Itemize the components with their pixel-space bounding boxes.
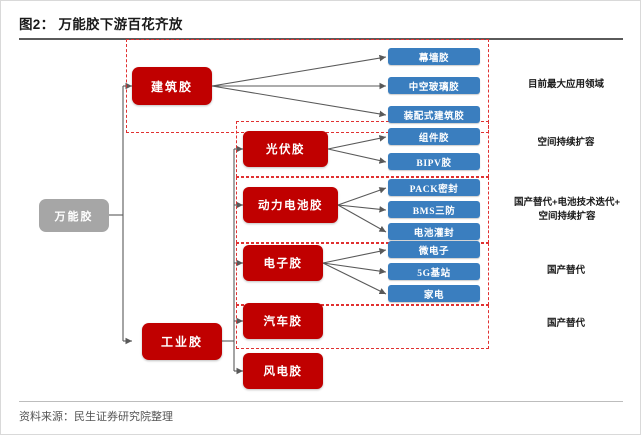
connector-pv-module xyxy=(327,135,387,150)
annotation-electronic: 国产替代 xyxy=(546,265,585,276)
node-battery[interactable]: 动力电池胶 xyxy=(243,187,338,223)
connector-layer xyxy=(109,54,387,375)
annotation-construction: 目前最大应用领域 xyxy=(527,79,604,90)
node-root[interactable]: 万能胶 xyxy=(39,199,109,232)
connector-pv-bipv xyxy=(327,148,387,164)
leaf-5g-base-station[interactable]: 5G基站 xyxy=(388,263,480,280)
annotation-auto: 国产替代 xyxy=(546,318,585,329)
connector-electronic-5g xyxy=(322,262,387,275)
leaf-bipv[interactable]: BIPV胶 xyxy=(388,153,480,170)
connector-construction-curtain xyxy=(211,54,387,87)
node-electronic[interactable]: 电子胶 xyxy=(243,245,323,281)
connector-electronic-appliance xyxy=(322,262,387,295)
page-title: 图2： 万能胶下游百花齐放 xyxy=(19,17,183,32)
leaf-battery-potting[interactable]: 电池灌封 xyxy=(388,223,480,240)
node-construction[interactable]: 建筑胶 xyxy=(132,67,212,105)
leaf-home-appliance[interactable]: 家电 xyxy=(388,285,480,302)
leaf-curtain-wall[interactable]: 幕墙胶 xyxy=(388,48,480,65)
diagram-canvas: 万能胶 建筑胶 工业胶 光伏胶 动力电池胶 电子胶 汽车胶 风电胶 幕墙胶 中空… xyxy=(1,31,641,401)
source-note: 资料来源：民生证券研究院整理 xyxy=(19,411,173,423)
connector-battery-pack xyxy=(337,187,387,206)
annotation-pv: 空间持续扩容 xyxy=(537,137,595,148)
connector-construction-prefab xyxy=(211,85,387,118)
leaf-bms-three-proof[interactable]: BMS三防 xyxy=(388,201,480,218)
annotation-battery: 国产替代+电池技术迭代+ 空间持续扩容 xyxy=(513,197,621,222)
node-auto[interactable]: 汽车胶 xyxy=(243,303,323,339)
leaf-module[interactable]: 组件胶 xyxy=(388,128,480,145)
node-pv[interactable]: 光伏胶 xyxy=(243,131,328,167)
connector-electronic-micro xyxy=(322,248,387,264)
leaf-prefab-construction[interactable]: 装配式建筑胶 xyxy=(388,106,480,123)
connector-battery-potting xyxy=(337,204,387,233)
leaf-microelectronics[interactable]: 微电子 xyxy=(388,241,480,258)
figure-footer: 资料来源：民生证券研究院整理 xyxy=(19,401,623,424)
node-wind[interactable]: 风电胶 xyxy=(243,353,323,389)
leaf-insulating-glass[interactable]: 中空玻璃胶 xyxy=(388,77,480,94)
connector-battery-bms xyxy=(337,204,387,213)
node-industrial[interactable]: 工业胶 xyxy=(142,323,222,360)
leaf-pack-seal[interactable]: PACK密封 xyxy=(388,179,480,196)
